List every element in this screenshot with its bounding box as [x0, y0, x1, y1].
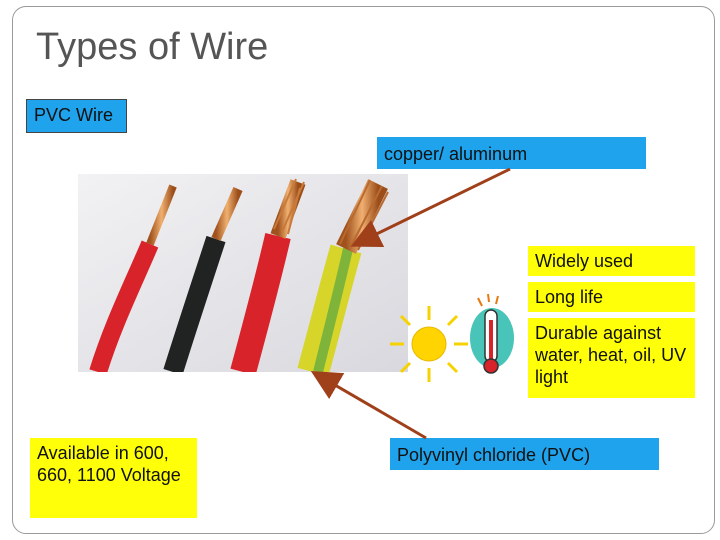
pvc-wire-label: PVC Wire	[26, 99, 127, 133]
wires-photo-icon	[78, 174, 408, 372]
pvc-name-label: Polyvinyl chloride (PVC)	[390, 438, 659, 470]
sun-icon	[390, 306, 468, 382]
conductor-arrow	[350, 167, 511, 247]
pvc-arrow	[310, 370, 427, 440]
thermometer-icon	[470, 293, 514, 374]
conductor-label: copper/ aluminum	[377, 137, 646, 169]
long-life-label: Long life	[528, 282, 695, 312]
slide-title: Types of Wire	[36, 26, 269, 68]
widely-used-label: Widely used	[528, 246, 695, 276]
available-voltage-label: Available in 600, 660, 1100 Voltage	[30, 438, 197, 518]
durable-label: Durable against water, heat, oil, UV lig…	[528, 318, 695, 398]
slide-frame	[12, 6, 715, 534]
